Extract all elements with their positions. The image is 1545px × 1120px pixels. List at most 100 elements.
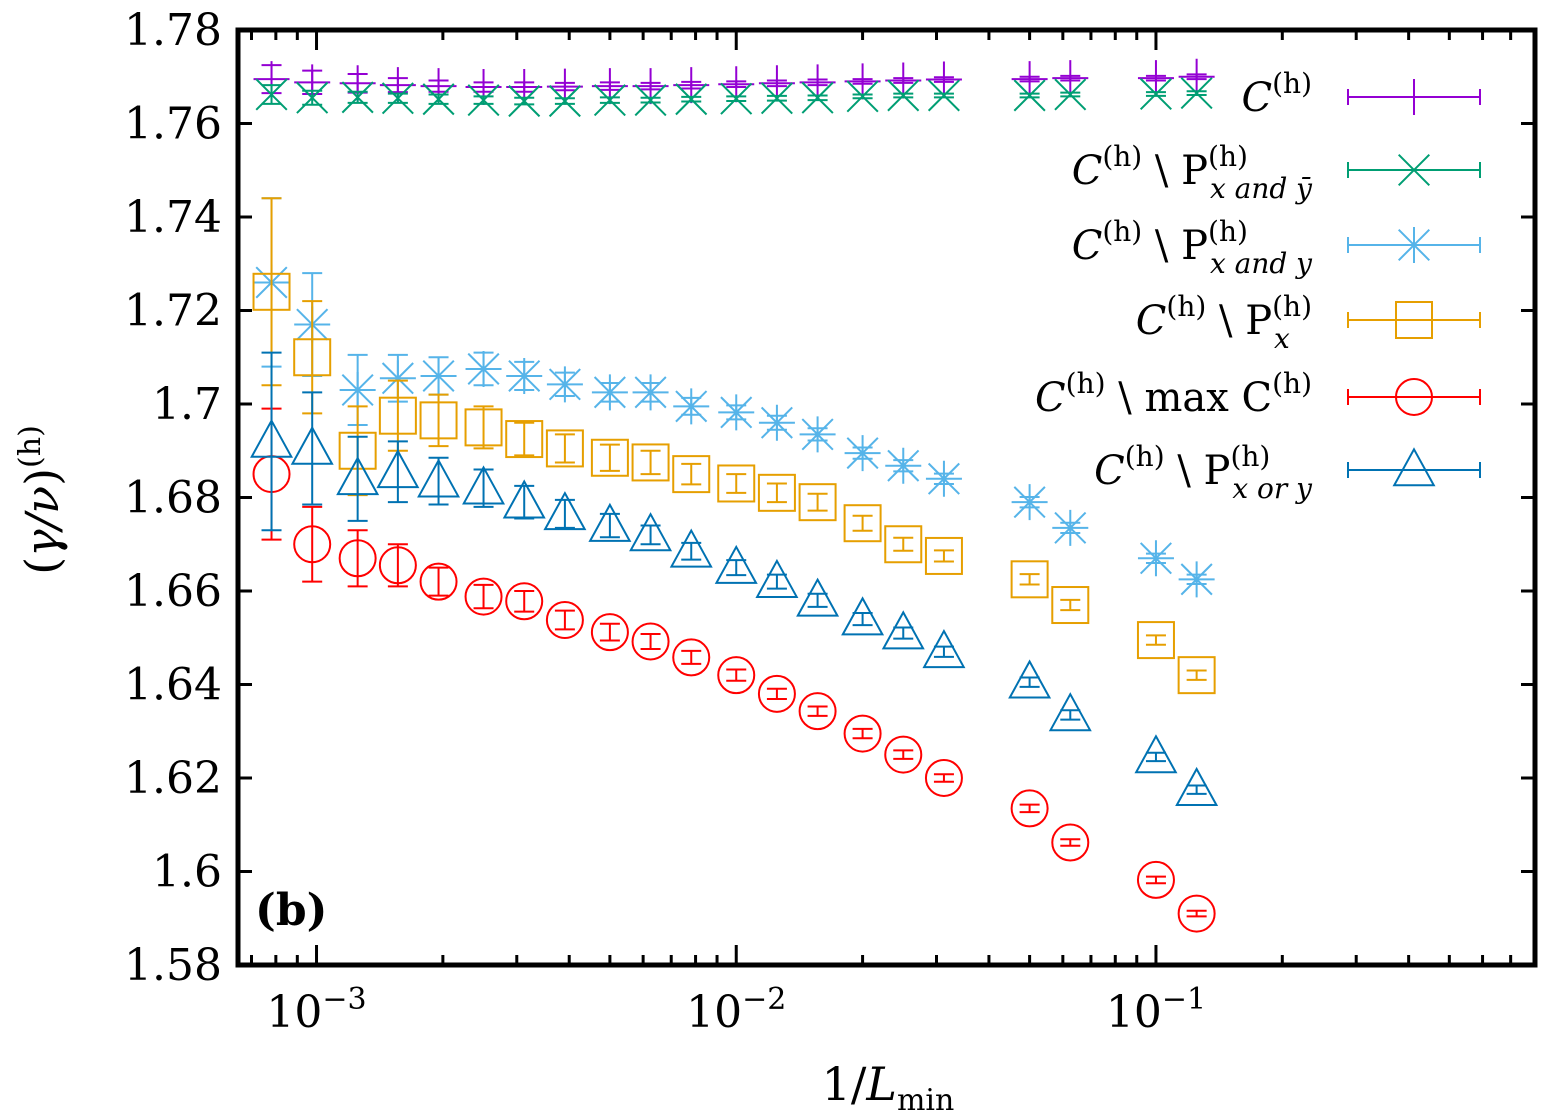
y-axis-label: (γ/ν)(h) — [13, 425, 69, 575]
error-bar — [473, 405, 494, 450]
data-point-star — [506, 357, 543, 394]
legend-label: C(h) — [1242, 67, 1313, 121]
data-point-square — [378, 396, 417, 435]
data-point-square — [545, 429, 584, 468]
error-bar — [554, 433, 575, 464]
legend-line — [1347, 462, 1481, 478]
data-point-star — [1052, 509, 1089, 546]
error-bar — [852, 514, 873, 532]
error-bar — [428, 566, 449, 597]
data-point-star — [1011, 484, 1048, 521]
data-point-triangle — [669, 528, 713, 568]
data-point-circle — [378, 546, 417, 585]
x-tick-label: 10−3 — [266, 982, 366, 1038]
data-point-triangle — [1048, 692, 1092, 732]
data-point-star — [799, 416, 836, 453]
data-point-circle — [505, 582, 544, 621]
error-bar — [893, 626, 914, 640]
data-point-triangle — [376, 449, 420, 489]
data-point-plus — [1052, 60, 1089, 97]
data-point-square — [1177, 656, 1216, 695]
data-point-circle — [843, 714, 882, 753]
legend-label: C(h) \ P(h)x or y — [1094, 440, 1313, 505]
x-tick-label: 10−1 — [1106, 982, 1206, 1038]
error-bar — [1060, 598, 1081, 612]
data-point-cross — [296, 81, 329, 114]
data-point-triangle — [588, 502, 632, 542]
error-bar — [514, 484, 535, 520]
data-point-star — [546, 366, 583, 403]
series-circle — [252, 407, 1216, 933]
error-bar — [599, 512, 620, 539]
data-point-square — [464, 408, 503, 447]
data-point-star — [420, 357, 457, 394]
error-bar — [726, 473, 747, 494]
data-point-square — [631, 443, 670, 482]
data-point-square — [672, 455, 711, 494]
error-bar — [302, 391, 323, 506]
error-bar — [1060, 838, 1081, 847]
error-bar — [514, 421, 535, 457]
data-point-star — [1137, 540, 1174, 577]
error-bar — [1186, 669, 1207, 681]
data-point-triangle — [1134, 734, 1178, 774]
error-bar — [1145, 751, 1166, 763]
x-tick-label: 10−2 — [686, 982, 786, 1038]
data-point-star — [339, 371, 376, 408]
data-point-cross — [634, 84, 667, 117]
legend-marker-plus — [1396, 79, 1432, 115]
data-point-cross — [760, 82, 793, 115]
legend-line — [1347, 312, 1481, 328]
data-point-cross — [381, 82, 414, 115]
data-point-triangle — [336, 456, 380, 496]
data-point-plus — [1178, 58, 1215, 95]
data-point-plus — [925, 61, 962, 98]
data-point-cross — [1139, 78, 1172, 111]
data-point-square — [1136, 621, 1175, 660]
data-point-cross — [341, 81, 374, 114]
legend-marker-star — [1396, 227, 1432, 263]
data-point-plus — [844, 63, 881, 100]
error-bar — [807, 705, 828, 717]
data-point-circle — [545, 600, 584, 639]
error-bar — [554, 498, 575, 529]
error-bar — [726, 668, 747, 682]
data-layer — [250, 58, 1219, 933]
data-point-star — [379, 360, 416, 397]
error-bar — [681, 462, 702, 486]
data-point-triangle — [502, 479, 546, 519]
data-point-star — [718, 394, 755, 431]
error-bar — [933, 645, 954, 658]
data-point-circle — [1177, 894, 1216, 933]
error-bar — [933, 549, 954, 563]
data-point-circle — [338, 539, 377, 578]
data-point-triangle — [250, 418, 294, 458]
data-point-plus — [1011, 61, 1048, 98]
y-tick-label: 1.64 — [124, 660, 222, 711]
data-point-triangle — [755, 558, 799, 598]
error-bar — [1019, 676, 1040, 688]
error-bar — [766, 482, 787, 504]
error-bar — [1145, 634, 1166, 646]
data-point-circle — [419, 562, 458, 601]
y-tick-label: 1.66 — [124, 566, 222, 617]
error-bar — [554, 609, 575, 631]
data-point-cross — [720, 82, 753, 115]
legend-label: C(h) \ P(h)x and ȳ — [1072, 140, 1313, 205]
data-point-triangle — [796, 577, 840, 617]
error-bar — [852, 727, 873, 740]
data-point-square — [717, 464, 756, 503]
data-point-triangle — [714, 544, 758, 584]
series-triangle — [250, 351, 1219, 806]
legend-line — [1347, 389, 1481, 405]
y-tick-label: 1.6 — [152, 847, 222, 898]
data-point-square — [590, 438, 629, 477]
error-bar — [1019, 803, 1040, 814]
y-tick-label: 1.58 — [124, 940, 222, 991]
error-bar — [302, 505, 323, 583]
data-point-square — [1010, 560, 1049, 599]
data-point-square — [884, 525, 923, 564]
error-bar — [640, 449, 661, 476]
data-point-star — [673, 388, 710, 425]
